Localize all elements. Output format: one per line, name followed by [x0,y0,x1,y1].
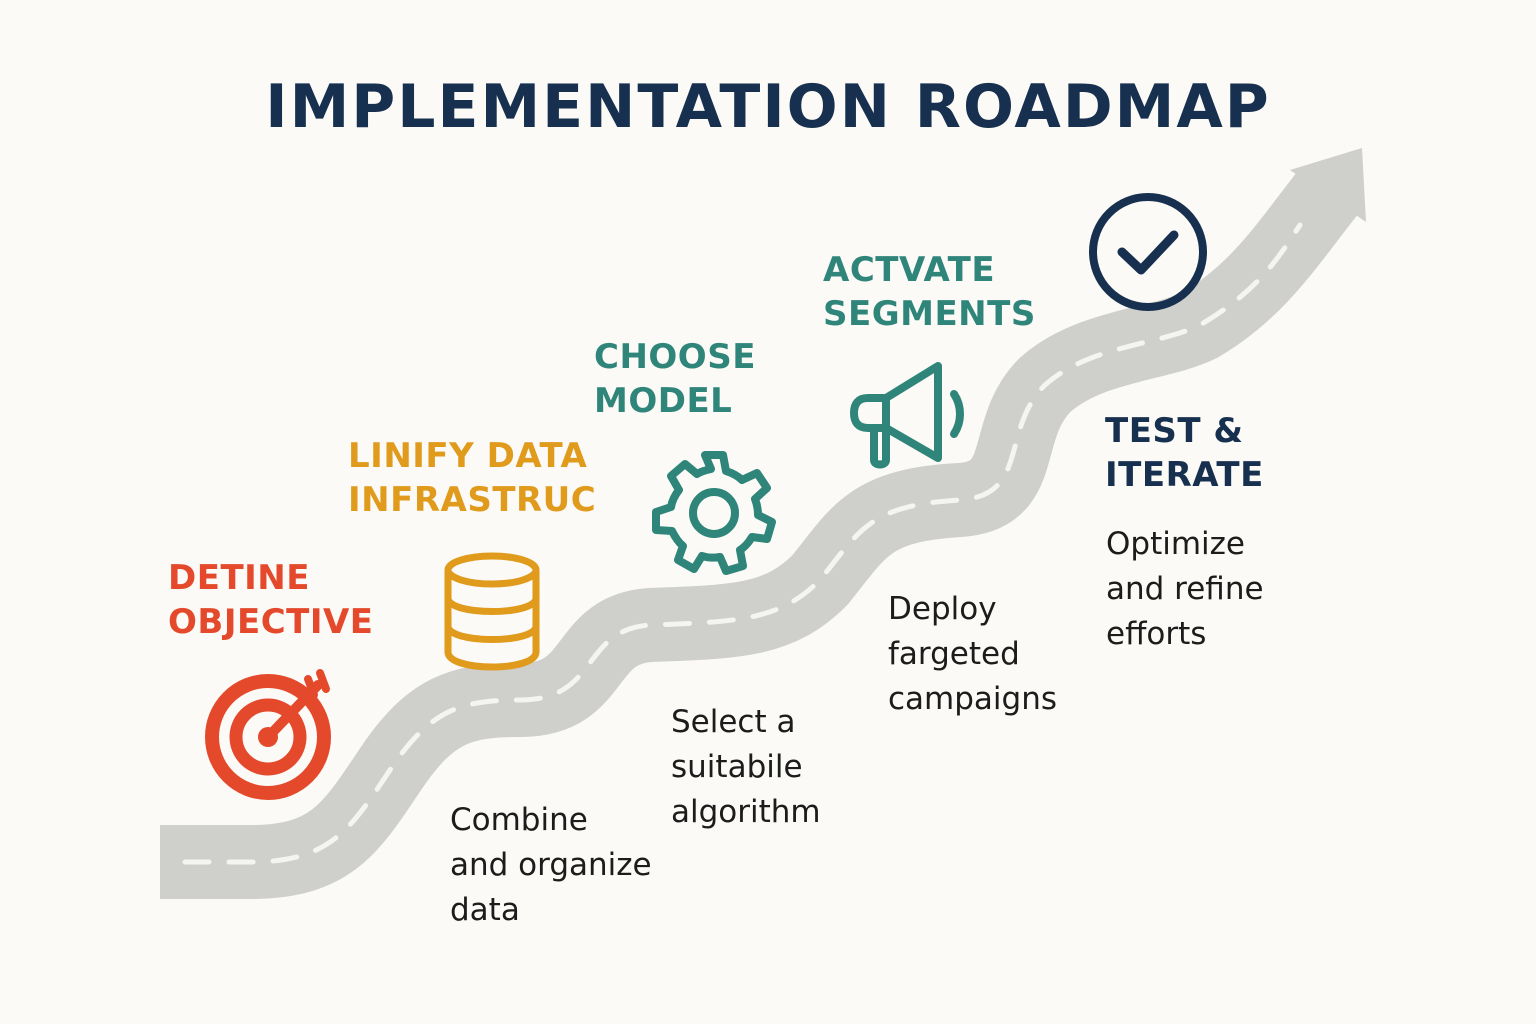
step-2-title-line-2: INFRASTRUC [348,480,597,520]
step-2-title-line-1: LINIFY DATA [348,436,588,476]
step-5-desc-line-2: and refine [1106,571,1264,607]
step-5-title: TEST & ITERATE [1105,409,1264,497]
road-band [160,166,1359,899]
step-3-title-line-1: CHOOSE [594,337,756,377]
step-3-title-line-2: MODEL [594,381,733,421]
step-1-title-line-1: DETINE [168,558,310,598]
road-center-dashes [182,222,1303,865]
step-2-desc-line-3: data [450,892,520,928]
step-2-description: Combine and organize data [450,798,652,933]
step-3-desc-line-2: suitabile [671,749,803,785]
page-title: IMPLEMENTATION ROADMAP [265,72,1271,142]
step-2-desc-line-1: Combine [450,802,588,838]
road-arrow-head [1290,148,1366,222]
step-3-description: Select a suitabile algorithm [671,700,821,835]
step-4-desc-line-1: Deploy [888,591,997,627]
step-2-desc-line-2: and organize [450,847,652,883]
step-3-desc-line-3: algorithm [671,794,821,830]
database-icon [440,550,544,674]
step-1-title: DETINE OBJECTIVE [168,556,374,644]
step-5-description: Optimize and refine efforts [1106,522,1264,657]
step-3-title: CHOOSE MODEL [594,335,756,423]
step-5-desc-line-1: Optimize [1106,526,1246,562]
target-icon [200,665,340,805]
step-5-title-line-2: ITERATE [1105,455,1264,495]
step-4-desc-line-3: campaigns [888,681,1058,717]
step-4-title: ACTVATE SEGMENTS [823,248,1036,336]
step-4-title-line-1: ACTVATE [823,250,996,290]
step-2-title: LINIFY DATA INFRASTRUC [348,434,596,522]
step-4-title-line-2: SEGMENTS [823,294,1036,334]
gear-icon [648,446,780,580]
step-3-desc-line-1: Select a [671,704,796,740]
checkmark-circle-icon [1086,190,1210,314]
step-4-desc-line-2: fargeted [888,636,1020,672]
step-4-description: Deploy fargeted campaigns [888,587,1057,722]
step-5-desc-line-3: efforts [1106,616,1207,652]
step-1-title-line-2: OBJECTIVE [168,602,374,642]
step-5-title-line-1: TEST & [1105,411,1244,451]
megaphone-icon [846,356,974,474]
